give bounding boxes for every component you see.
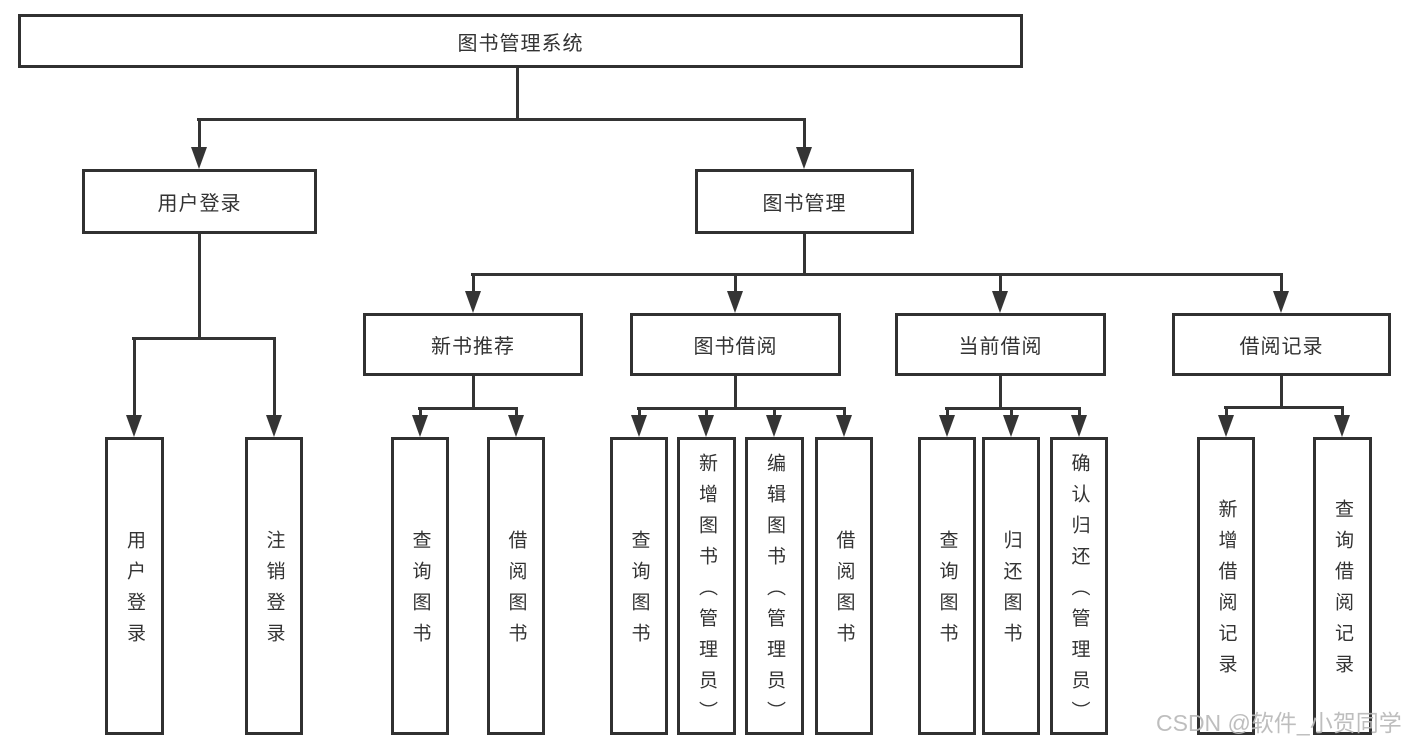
connector-line [1280, 273, 1283, 295]
connector-line [198, 118, 201, 151]
node-label: 图书管理系统 [457, 32, 584, 55]
node-book-management: 图书管理 [695, 169, 914, 234]
leaf-borrow-edit-books-admin: 编辑图书（管理员） [745, 437, 804, 735]
node-label: 图书管理 [762, 193, 847, 215]
node-label: 归还图书 [1000, 530, 1022, 654]
connector-line [516, 68, 519, 121]
connector-line [945, 407, 1081, 410]
connector-line [1280, 376, 1283, 409]
node-label: 确认归还（管理员） [1068, 452, 1090, 732]
leaf-current-return-books: 归还图书 [982, 437, 1040, 735]
node-user-login: 用户登录 [82, 169, 317, 234]
node-new-book-recommend: 新书推荐 [363, 313, 583, 376]
connector-line [803, 234, 806, 276]
node-label: 借阅记录 [1239, 336, 1324, 358]
node-label: 用户登录 [124, 530, 145, 654]
connector-line [419, 407, 422, 419]
connector-line [198, 234, 201, 340]
arrowhead-icon [698, 415, 714, 437]
arrowhead-icon [1218, 415, 1234, 437]
node-label: 编辑图书（管理员） [764, 452, 785, 732]
connector-line [1224, 406, 1344, 409]
connector-line [515, 407, 518, 419]
leaf-recommend-borrow-books: 借阅图书 [487, 437, 545, 735]
node-label: 用户登录 [157, 193, 242, 215]
arrowhead-icon [836, 415, 852, 437]
connector-line [843, 407, 846, 419]
leaf-current-confirm-return-admin: 确认归还（管理员） [1050, 437, 1108, 735]
connector-line [418, 407, 518, 410]
watermark: CSDN @软件_小贺同学 [1156, 710, 1402, 736]
node-book-borrow: 图书借阅 [630, 313, 841, 376]
node-label: 借阅图书 [833, 530, 855, 654]
arrowhead-icon [126, 415, 142, 437]
node-label: 注销登录 [263, 530, 285, 654]
node-borrow-record: 借阅记录 [1172, 313, 1391, 376]
connector-line [734, 376, 737, 410]
connector-line [197, 118, 806, 121]
leaf-record-query: 查询借阅记录 [1313, 437, 1372, 735]
connector-line [1078, 407, 1081, 419]
node-label: 图书借阅 [693, 336, 778, 358]
connector-line [1341, 406, 1344, 419]
connector-line [705, 407, 708, 419]
node-label: 借阅图书 [505, 530, 527, 654]
arrowhead-icon [508, 415, 524, 437]
arrowhead-icon [1334, 415, 1350, 437]
arrowhead-icon [939, 415, 955, 437]
arrowhead-icon [191, 147, 207, 169]
connector-line [946, 407, 949, 419]
node-label: 新增借阅记录 [1215, 499, 1237, 685]
arrowhead-icon [766, 415, 782, 437]
arrowhead-icon [412, 415, 428, 437]
arrowhead-icon [727, 291, 743, 313]
leaf-user-login: 用户登录 [105, 437, 164, 735]
connector-line [472, 273, 475, 295]
arrowhead-icon [1273, 291, 1289, 313]
leaf-borrow-query-books: 查询图书 [610, 437, 668, 735]
connector-line [133, 337, 136, 419]
node-label: 查询图书 [936, 530, 958, 654]
leaf-current-query-books: 查询图书 [918, 437, 976, 735]
node-label: 新书推荐 [431, 336, 515, 358]
arrowhead-icon [266, 415, 282, 437]
connector-line [999, 376, 1002, 410]
node-label: 查询图书 [409, 530, 431, 654]
arrowhead-icon [631, 415, 647, 437]
arrowhead-icon [796, 147, 812, 169]
connector-line [773, 407, 776, 419]
leaf-borrow-borrow-books: 借阅图书 [815, 437, 873, 735]
connector-line [132, 337, 276, 340]
node-label: 查询图书 [628, 530, 650, 654]
leaf-logout: 注销登录 [245, 437, 303, 735]
connector-line [803, 118, 806, 151]
leaf-recommend-query-books: 查询图书 [391, 437, 449, 735]
connector-line [471, 273, 1283, 276]
node-label: 查询借阅记录 [1332, 499, 1353, 685]
connector-line [472, 376, 475, 410]
node-current-borrow: 当前借阅 [895, 313, 1106, 376]
node-root: 图书管理系统 [18, 14, 1023, 68]
arrowhead-icon [1071, 415, 1087, 437]
arrowhead-icon [1003, 415, 1019, 437]
node-label: 新增图书（管理员） [696, 452, 717, 732]
leaf-borrow-add-books-admin: 新增图书（管理员） [677, 437, 736, 735]
connector-line [638, 407, 641, 419]
arrowhead-icon [465, 291, 481, 313]
connector-line [1225, 406, 1228, 419]
connector-line [734, 273, 737, 295]
leaf-record-add: 新增借阅记录 [1197, 437, 1255, 735]
connector-line [1010, 407, 1013, 419]
arrowhead-icon [992, 291, 1008, 313]
connector-line [999, 273, 1002, 295]
connector-line [637, 407, 846, 410]
node-label: 当前借阅 [958, 336, 1043, 358]
connector-line [273, 337, 276, 419]
